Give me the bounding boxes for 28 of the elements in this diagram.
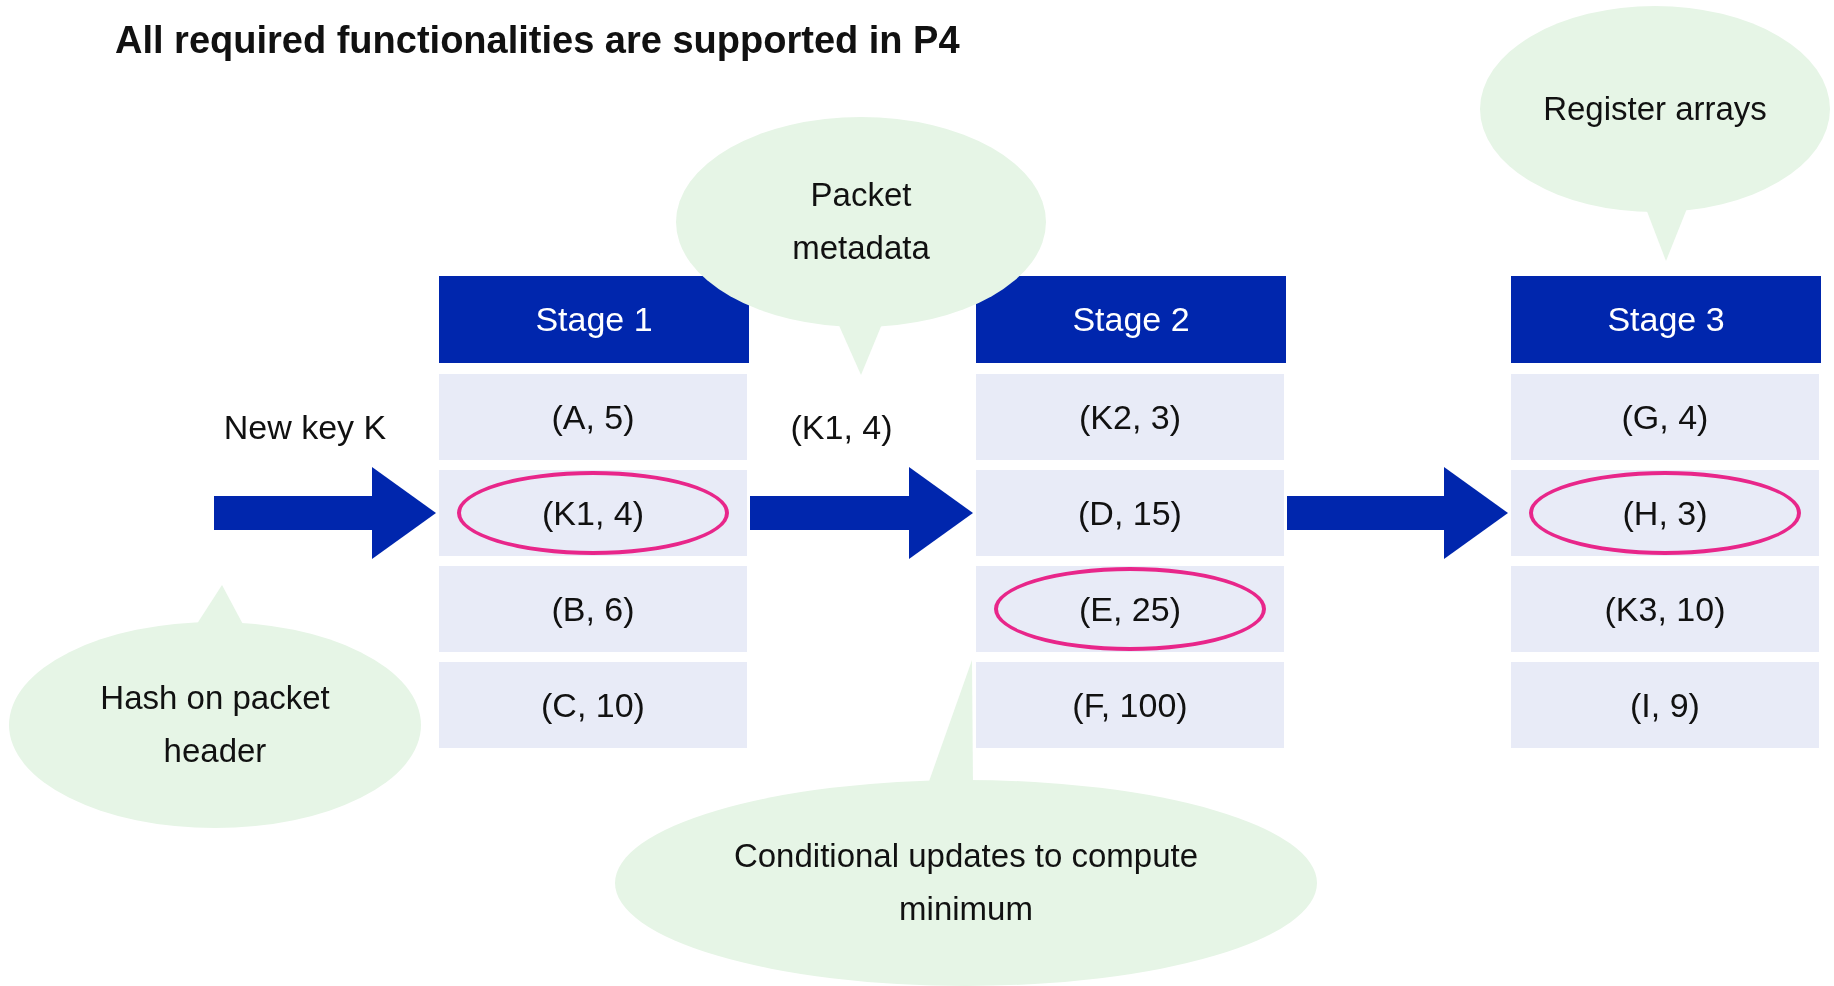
cell-text: (H, 3) [1622, 492, 1708, 534]
callout-text: Register arrays [1542, 88, 1768, 129]
stage-header-text: Stage 2 [1072, 299, 1190, 340]
cell-text: (G, 4) [1621, 396, 1709, 438]
stage-header-text: Stage 1 [535, 299, 653, 340]
callout-text: Hash on packet header [99, 678, 331, 771]
block-arrow [750, 467, 973, 559]
cell-text: (B, 6) [551, 588, 635, 630]
stage-header [976, 276, 1286, 363]
cell-text: (D, 15) [1078, 492, 1182, 534]
cell-text: (K2, 3) [1078, 396, 1181, 438]
stage-header [439, 276, 749, 363]
cell-text: (C, 10) [541, 684, 645, 726]
edge-label: New key K [223, 406, 387, 448]
edge-label: (K1, 4) [790, 406, 893, 448]
stage-header [1511, 276, 1821, 363]
callout-text: Conditional updates to compute minimum [732, 836, 1200, 929]
title: All required functionalities are supported in P4 [115, 18, 960, 63]
cell-text: (I, 9) [1630, 684, 1700, 726]
cell-text: (K3, 10) [1604, 588, 1726, 630]
cell-text: (F, 100) [1072, 684, 1188, 726]
cell-text: (A, 5) [551, 396, 635, 438]
cell-text: (E, 25) [1078, 588, 1181, 630]
callout-text: Packet metadata [791, 175, 931, 268]
block-arrow [214, 467, 436, 559]
cell-text: (K1, 4) [541, 492, 644, 534]
block-arrow [1287, 467, 1508, 559]
stage-header-text: Stage 3 [1607, 299, 1725, 340]
